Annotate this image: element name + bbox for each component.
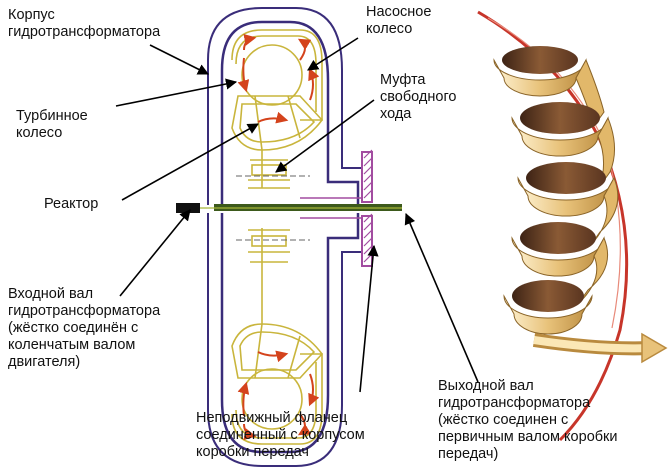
freewheel-clutch-upper — [236, 150, 310, 189]
lower-flow-arrows — [237, 350, 320, 440]
label-fixed-flange: Неподвижный фланец соединенный с корпусо… — [196, 410, 365, 460]
lower-pump-turbine-wheels — [231, 323, 324, 445]
label-reactor: Реактор — [44, 196, 99, 212]
leader-lines — [115, 37, 479, 393]
label-freewheel-clutch: Муфта свободного хода — [380, 72, 457, 122]
label-turbine-wheel: Турбинное колесо — [16, 108, 88, 141]
upper-flow-arrows — [237, 34, 320, 124]
upper-pump-turbine-wheels — [231, 29, 324, 151]
spiral-fluid-flow-illustration — [477, 10, 668, 442]
spiral-coil-inner — [520, 222, 596, 254]
spiral-coil-inner — [520, 102, 600, 134]
spiral-coil-band — [503, 295, 593, 335]
spiral-coil-inner — [526, 162, 606, 194]
spiral-coil-inner — [512, 280, 584, 312]
input-shaft-stub — [176, 203, 200, 213]
freewheel-clutch-lower — [236, 228, 310, 324]
label-pump-wheel: Насосное колесо — [366, 4, 432, 37]
converter-housing — [207, 7, 362, 467]
spiral-coil-inner — [502, 46, 578, 74]
label-output-shaft: Выходной вал гидротрансформатора (жёстко… — [438, 378, 618, 462]
label-housing: Корпус гидротрансформатора — [8, 7, 161, 40]
label-input-shaft: Входной вал гидротрансформатора (жёстко … — [8, 286, 161, 370]
fixed-flange — [300, 149, 373, 267]
